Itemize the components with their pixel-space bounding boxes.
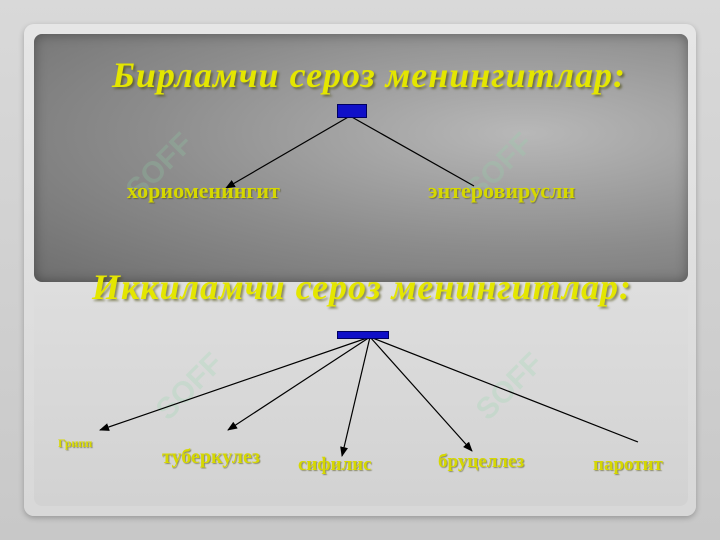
node-khoriomeningit: хориоменингит [127, 178, 280, 203]
hub-marker-primary [337, 104, 367, 118]
edge-to-gripp [99, 336, 371, 431]
edge-to-khoriomeningit [225, 115, 351, 189]
edge-to-tuberkulyoz [227, 336, 371, 431]
edge-to-enterovirus [349, 115, 475, 187]
hub-marker-secondary [337, 331, 389, 339]
node-parotit: паротит [593, 454, 663, 475]
edge-to-parotit [369, 336, 639, 443]
top-panel [34, 34, 688, 282]
edge-to-sifilis [340, 336, 371, 457]
edge-to-brutsellez [369, 336, 473, 452]
node-enterovirus: энтеровируслн [428, 178, 576, 203]
node-brutsellez: бруцеллез [438, 451, 525, 472]
node-tuberkulyoz: туберкулез [162, 446, 260, 468]
primary-meningitis-title: Бирламчи сероз менингитлар: [112, 55, 627, 95]
node-sifilis: сифилис [298, 454, 372, 475]
bottom-panel [34, 282, 688, 506]
secondary-meningitis-title: Иккиламчи сероз менингитлар: [92, 267, 633, 307]
node-gripp: Грипп [58, 436, 93, 450]
